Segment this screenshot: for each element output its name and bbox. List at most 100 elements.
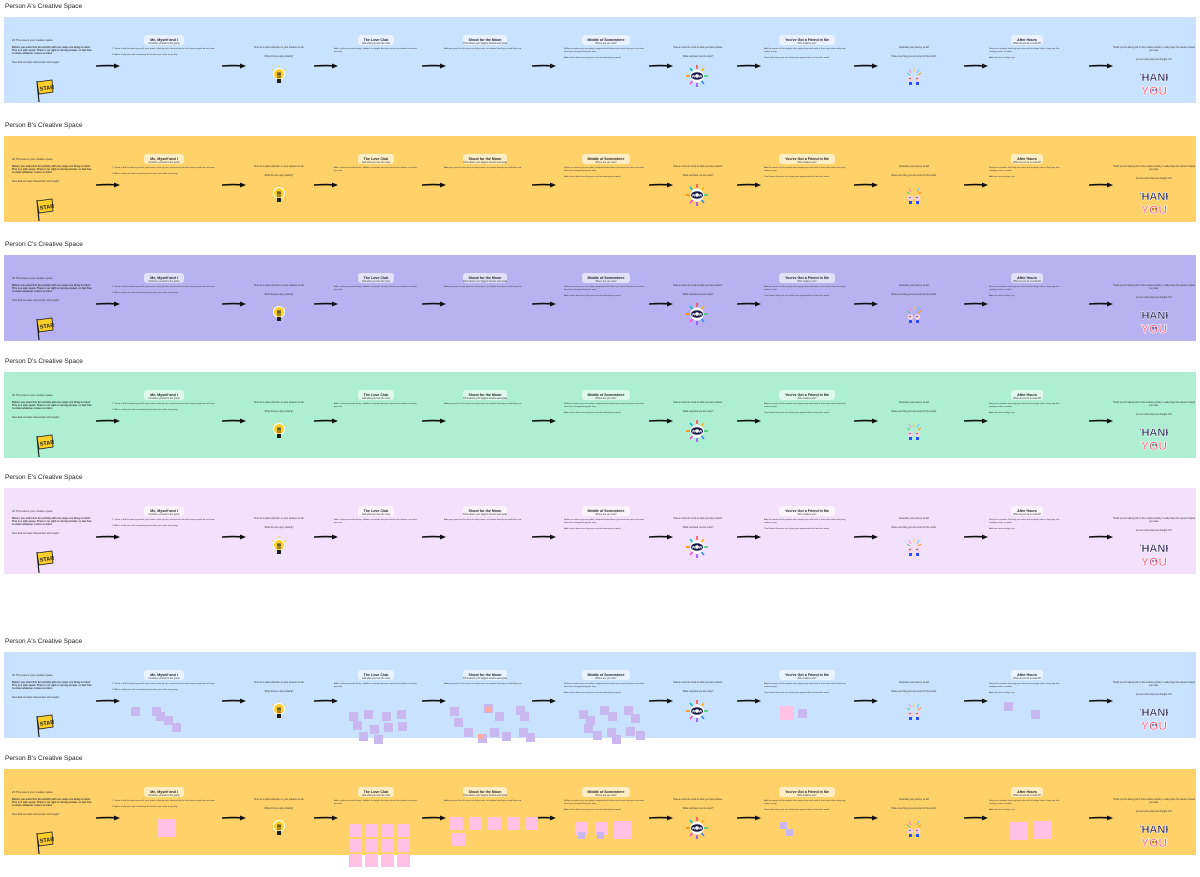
sticky-note[interactable] xyxy=(578,832,585,839)
connector-arrow-icon[interactable] xyxy=(95,56,120,69)
connector-arrow-icon[interactable] xyxy=(648,691,673,704)
connector-arrow-icon[interactable] xyxy=(421,527,446,540)
stage-title-card[interactable]: Middle of Somewhere xyxy=(581,787,631,797)
connector-arrow-icon[interactable] xyxy=(421,294,446,307)
stage-title-card[interactable]: The Love Club xyxy=(357,273,395,283)
connector-arrow-icon[interactable] xyxy=(853,294,878,307)
stage-title-card[interactable]: Me, Myself and I xyxy=(144,35,184,45)
connector-arrow-icon[interactable] xyxy=(95,808,120,821)
connector-arrow-icon[interactable] xyxy=(648,175,673,188)
connector-arrow-icon[interactable] xyxy=(1088,294,1113,307)
sticky-note[interactable] xyxy=(398,722,407,731)
sticky-note[interactable] xyxy=(353,721,362,730)
sticky-note[interactable] xyxy=(786,829,793,836)
space-frame[interactable]: Hi! This area is your creative space. Be… xyxy=(4,488,1196,574)
connector-arrow-icon[interactable] xyxy=(736,56,761,69)
stage-title-card[interactable]: The Love Club xyxy=(357,35,395,45)
connector-arrow-icon[interactable] xyxy=(963,691,988,704)
connector-arrow-icon[interactable] xyxy=(531,56,556,69)
sticky-note[interactable] xyxy=(464,728,473,737)
party-sticker[interactable] xyxy=(905,538,923,563)
sticky-note[interactable] xyxy=(1010,822,1028,840)
connector-arrow-icon[interactable] xyxy=(313,527,338,540)
sticky-note[interactable] xyxy=(1034,821,1052,839)
sticky-note[interactable] xyxy=(507,817,520,830)
sticky-note[interactable] xyxy=(520,712,529,721)
sticky-note[interactable] xyxy=(624,706,633,715)
sticky-note[interactable] xyxy=(349,712,358,721)
connector-arrow-icon[interactable] xyxy=(853,411,878,424)
connector-arrow-icon[interactable] xyxy=(853,175,878,188)
sticky-note[interactable] xyxy=(519,728,528,737)
sticky-note[interactable] xyxy=(1004,702,1013,711)
stage-title-card[interactable]: Me, Myself and I xyxy=(144,506,184,516)
stage-title-card[interactable]: Shoot for the Moon xyxy=(462,506,508,516)
connector-arrow-icon[interactable] xyxy=(95,691,120,704)
stage-title-card[interactable]: Me, Myself and I xyxy=(144,390,184,400)
start-flag-sticker[interactable]: START xyxy=(34,712,59,743)
connector-arrow-icon[interactable] xyxy=(221,56,246,69)
sticky-note[interactable] xyxy=(490,728,499,737)
wow-eye-sticker[interactable]: WOW xyxy=(686,420,708,447)
sticky-note[interactable] xyxy=(381,854,394,867)
sticky-note[interactable] xyxy=(525,817,538,830)
sticky-note[interactable] xyxy=(131,707,140,716)
connector-arrow-icon[interactable] xyxy=(421,808,446,821)
sticky-note[interactable] xyxy=(579,710,588,719)
connector-arrow-icon[interactable] xyxy=(313,691,338,704)
sticky-note[interactable] xyxy=(631,714,640,723)
party-sticker[interactable] xyxy=(905,819,923,844)
connector-arrow-icon[interactable] xyxy=(221,691,246,704)
thank-you-sticker[interactable]: THANKYOU xyxy=(1135,704,1174,741)
sticky-note[interactable] xyxy=(381,824,394,837)
sticky-note[interactable] xyxy=(798,709,807,718)
party-sticker[interactable] xyxy=(905,67,923,92)
stage-title-card[interactable]: You've Got a Friend in Me xyxy=(779,787,835,797)
sticky-note[interactable] xyxy=(780,706,794,720)
sticky-note[interactable] xyxy=(152,707,161,716)
stage-title-card[interactable]: The Love Club xyxy=(357,506,395,516)
sticky-note[interactable] xyxy=(526,733,535,742)
connector-arrow-icon[interactable] xyxy=(853,808,878,821)
connector-arrow-icon[interactable] xyxy=(648,808,673,821)
thank-you-sticker[interactable]: THANKYOU xyxy=(1135,821,1174,858)
stage-title-card[interactable]: You've Got a Friend in Me xyxy=(779,273,835,283)
connector-arrow-icon[interactable] xyxy=(963,56,988,69)
connector-arrow-icon[interactable] xyxy=(221,294,246,307)
sticky-note[interactable] xyxy=(452,833,465,846)
wow-eye-sticker[interactable]: WOW xyxy=(686,65,708,92)
connector-arrow-icon[interactable] xyxy=(221,411,246,424)
sticky-note[interactable] xyxy=(359,732,368,741)
sticky-note[interactable] xyxy=(608,712,617,721)
sticky-note[interactable] xyxy=(780,822,787,829)
lightbulb-sticker[interactable] xyxy=(270,184,288,211)
stage-title-card[interactable]: After Hours xyxy=(1011,390,1043,400)
stage-title-card[interactable]: Shoot for the Moon xyxy=(462,670,508,680)
connector-arrow-icon[interactable] xyxy=(736,294,761,307)
start-flag-sticker[interactable]: START xyxy=(34,315,59,346)
sticky-note[interactable] xyxy=(364,710,373,719)
start-flag-sticker[interactable]: START xyxy=(34,548,59,579)
stage-title-card[interactable]: Me, Myself and I xyxy=(144,154,184,164)
connector-arrow-icon[interactable] xyxy=(963,808,988,821)
connector-arrow-icon[interactable] xyxy=(736,527,761,540)
lightbulb-sticker[interactable] xyxy=(270,65,288,92)
sticky-note[interactable] xyxy=(397,824,410,837)
connector-arrow-icon[interactable] xyxy=(736,808,761,821)
sticky-note[interactable] xyxy=(1031,710,1040,719)
sticky-note[interactable] xyxy=(384,723,393,732)
space-frame[interactable]: Hi! This area is your creative space. Be… xyxy=(4,136,1196,222)
connector-arrow-icon[interactable] xyxy=(313,294,338,307)
sticky-note[interactable] xyxy=(486,707,491,712)
connector-arrow-icon[interactable] xyxy=(313,56,338,69)
sticky-note[interactable] xyxy=(349,824,362,837)
stage-title-card[interactable]: The Love Club xyxy=(357,670,395,680)
sticky-note[interactable] xyxy=(575,822,588,835)
party-sticker[interactable] xyxy=(905,702,923,727)
connector-arrow-icon[interactable] xyxy=(1088,808,1113,821)
sticky-note[interactable] xyxy=(593,731,602,740)
connector-arrow-icon[interactable] xyxy=(648,527,673,540)
connector-arrow-icon[interactable] xyxy=(531,691,556,704)
party-sticker[interactable] xyxy=(905,305,923,330)
stage-title-card[interactable]: Middle of Somewhere xyxy=(581,154,631,164)
